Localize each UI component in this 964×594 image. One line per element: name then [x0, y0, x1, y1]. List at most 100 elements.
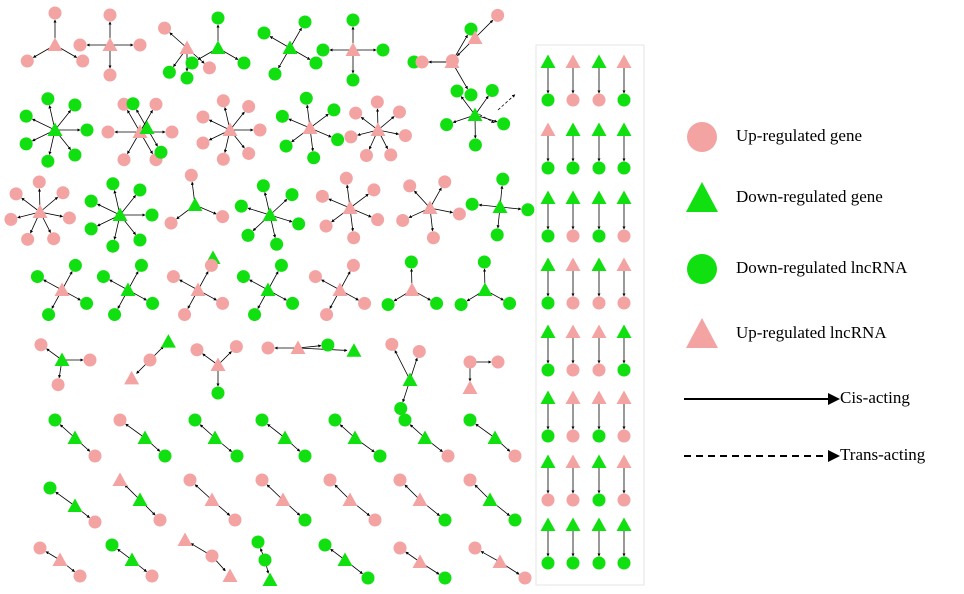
- down-lncrna-node: [241, 228, 255, 242]
- panel-gene-node: [566, 363, 580, 377]
- cis-edge: [39, 196, 59, 213]
- up-gene-node: [349, 106, 363, 120]
- panel-gene-node: [541, 363, 555, 377]
- legend: Up-regulated gene Down-regulated gene Do…: [660, 0, 964, 594]
- hub-node: [262, 207, 278, 221]
- up-gene-node: [48, 6, 62, 20]
- up-gene-node: [51, 378, 65, 392]
- up-gene-node: [344, 130, 358, 144]
- pair-hub-node: [417, 430, 433, 444]
- down-lncrna-node: [464, 88, 478, 102]
- pair-node: [361, 571, 375, 585]
- down-lncrna-node: [430, 296, 444, 310]
- cis-edge: [194, 484, 213, 501]
- cis-edge: [119, 195, 136, 216]
- up-gene-node: [73, 38, 87, 52]
- hub-node: [190, 282, 206, 296]
- up-gene-node: [367, 183, 381, 197]
- panel-lncrna-node: [540, 190, 556, 204]
- panel-lncrna-node: [565, 454, 581, 468]
- pair-hub-node: [277, 430, 293, 444]
- cis-edge: [247, 207, 271, 216]
- pair-node: [188, 413, 202, 427]
- down-lncrna-node: [30, 270, 44, 284]
- panel-lncrna-node: [616, 122, 632, 136]
- pair-hub-node: [337, 552, 353, 566]
- down-lncrna-node: [485, 83, 499, 97]
- down-lncrna-node: [126, 97, 140, 111]
- down-lncrna-node: [19, 109, 33, 123]
- down-lncrna-node: [275, 109, 289, 123]
- pair-hub-node: [492, 554, 508, 568]
- up-gene-node: [4, 212, 18, 226]
- panel-gene-node: [617, 93, 631, 107]
- legend-down-gene-label: Down-regulated gene: [736, 187, 883, 206]
- down-lncrna-node: [108, 308, 122, 322]
- pair-node: [48, 413, 62, 427]
- pair-node: [262, 572, 278, 586]
- down-lncrna-node: [270, 237, 284, 251]
- up-gene-node: [34, 338, 48, 352]
- hub-node: [492, 199, 508, 213]
- hub-node: [47, 122, 63, 136]
- up-gene-node: [76, 54, 90, 68]
- up-gene-node: [21, 232, 35, 246]
- legend-cis-label: Cis-acting: [840, 388, 910, 407]
- up-gene-node: [347, 231, 361, 245]
- pair-hub-node: [137, 430, 153, 444]
- down-lncrna-node: [257, 26, 271, 40]
- up-gene-node: [204, 258, 218, 272]
- up-gene-node: [101, 125, 115, 139]
- cis-edge: [125, 423, 146, 439]
- pair-node: [508, 449, 522, 463]
- up-gene-node: [164, 216, 178, 230]
- down-lncrna-node: [465, 197, 479, 211]
- panel-lncrna-node: [616, 454, 632, 468]
- pair-hub-node: [204, 492, 220, 506]
- down-lncrna-node: [133, 183, 147, 197]
- up-gene-node: [426, 231, 440, 245]
- up-gene-node: [339, 171, 353, 185]
- pair-node: [328, 413, 342, 427]
- up-gene-node: [346, 258, 360, 272]
- cis-edge: [208, 119, 231, 131]
- up-gene-node: [165, 125, 179, 139]
- pairs-panel-border: [535, 44, 645, 586]
- down-lncrna-node: [42, 308, 56, 322]
- panel-lncrna-node: [616, 324, 632, 338]
- panel-gene-node: [617, 161, 631, 175]
- hub-node: [370, 122, 386, 136]
- pair-node: [145, 569, 159, 583]
- panel-lncrna-node: [540, 324, 556, 338]
- panel-gene-node: [541, 429, 555, 443]
- down-lncrna-node: [521, 203, 535, 217]
- pair-hub-node: [342, 492, 358, 506]
- down-lncrna-node: [145, 208, 159, 222]
- hub-node: [422, 200, 438, 214]
- cis-edge: [328, 198, 351, 209]
- up-gene-node: [166, 270, 180, 284]
- up-gene-node: [190, 343, 204, 357]
- pair-node: [153, 513, 167, 527]
- up-gene-node: [491, 8, 505, 22]
- pair-node: [518, 571, 532, 585]
- up-gene-node: [253, 123, 267, 137]
- panel-lncrna-node: [540, 454, 556, 468]
- down-lncrna-node: [316, 43, 330, 57]
- pair-hub-node: [412, 492, 428, 506]
- hub-node: [463, 355, 477, 369]
- up-gene-node: [56, 186, 70, 200]
- panel-lncrna-node: [540, 122, 556, 136]
- down-lncrna-node: [490, 228, 504, 242]
- cis-edge: [55, 491, 76, 507]
- down-lncrna-node: [440, 118, 454, 132]
- panel-gene-node: [566, 556, 580, 570]
- hub-node: [477, 282, 493, 296]
- pair-node: [318, 538, 332, 552]
- hub-node: [120, 282, 136, 296]
- hub-node: [302, 120, 318, 134]
- panel-gene-node: [617, 229, 631, 243]
- down-lncrna-node: [299, 91, 313, 105]
- down-lncrna-node: [327, 103, 341, 117]
- pair-node: [183, 473, 197, 487]
